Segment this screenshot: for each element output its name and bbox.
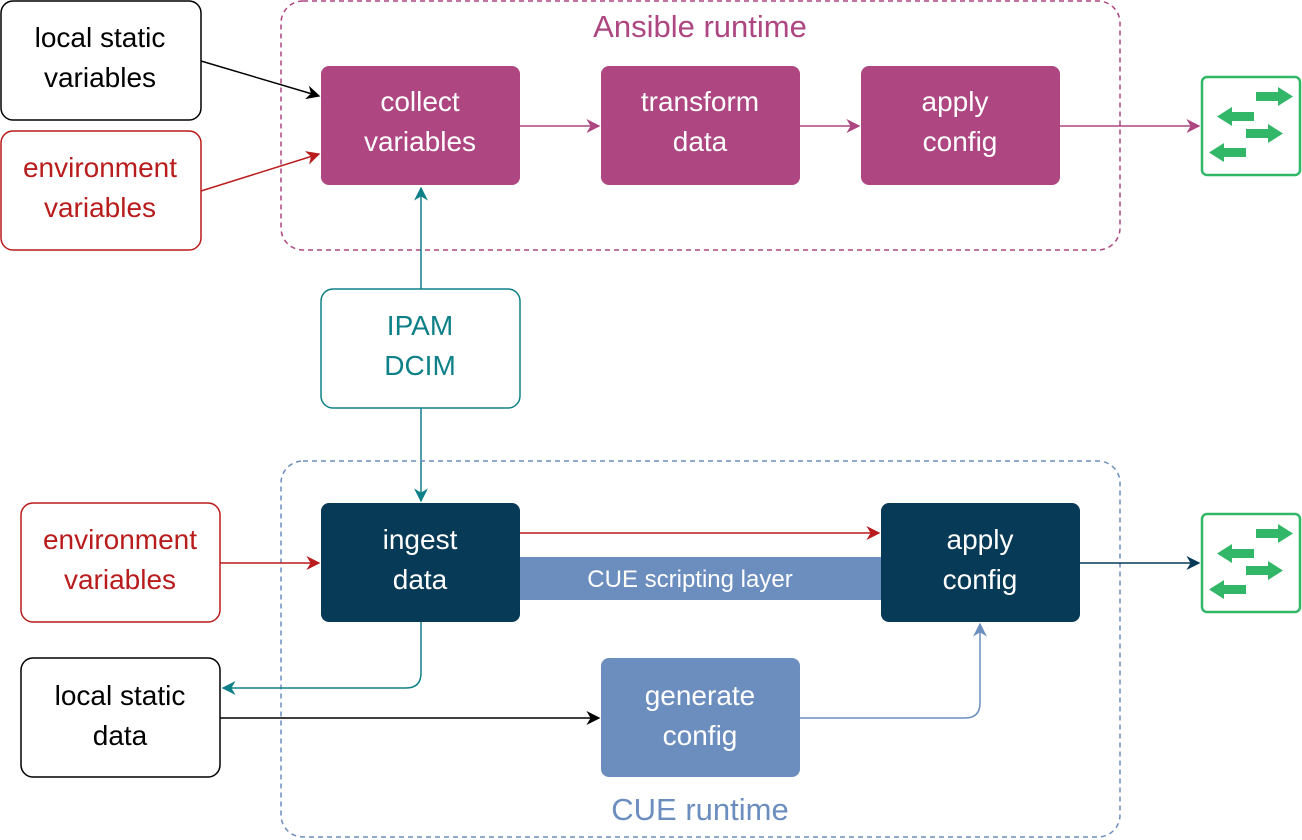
cue-apply-config-label: apply (947, 524, 1014, 555)
ipam-dcim-box (320, 288, 521, 409)
ansible-apply-config-label-line2: config (923, 126, 998, 157)
bottom-environment-variables-label: environment (43, 524, 197, 555)
generate-config-label-line2: config (663, 720, 738, 751)
top-local-static-variables-label-line2: variables (44, 62, 156, 93)
bottom-local-static-data-label: local static (55, 680, 186, 711)
ansible-apply-config-box (861, 66, 1060, 185)
top-environment-variables-label: environment (23, 152, 177, 183)
ipam-dcim-group: IPAM DCIM (320, 186, 521, 503)
cue-scripting-layer-bar (520, 557, 882, 600)
ipam-label: IPAM (387, 310, 453, 341)
top-environment-variables-label-line2: variables (44, 192, 156, 223)
cue-scripting-layer-label: CUE scripting layer (587, 566, 792, 593)
cue-runtime-group: CUE runtime CUE scripting layer ingest d… (221, 460, 1201, 838)
network-switch-icon (1200, 75, 1302, 177)
transform-data-label: transform (641, 86, 759, 117)
bottom-local-static-data-box (20, 657, 221, 778)
top-local-static-variables-box (0, 0, 202, 121)
ingest-data-label-line2: data (393, 564, 448, 595)
bottom-local-static-data-label-line2: data (93, 720, 148, 751)
network-switch-icon (1200, 512, 1302, 614)
generate-config-box (601, 658, 800, 777)
transform-data-label-line2: data (673, 126, 728, 157)
top-environment-variables-box (0, 130, 202, 251)
cue-apply-config-box (881, 503, 1080, 622)
arrow-ingest-to-local-data (221, 622, 422, 695)
ansible-runtime-group: Ansible runtime collect variables transf… (280, 0, 1201, 251)
ansible-apply-config-label: apply (922, 86, 989, 117)
arrow-env-vars-to-collect (200, 151, 321, 192)
transform-data-box (601, 66, 800, 185)
generate-config-label: generate (645, 680, 756, 711)
arrow-generate-to-apply (800, 622, 987, 719)
ansible-runtime-title: Ansible runtime (593, 9, 807, 44)
cue-runtime-container (280, 460, 1121, 838)
cue-apply-config-label-line2: config (943, 564, 1018, 595)
bottom-environment-variables-label-line2: variables (64, 564, 176, 595)
top-inputs: local static variables environment varia… (0, 0, 321, 251)
ingest-data-box (321, 503, 520, 622)
ingest-data-label: ingest (383, 524, 458, 555)
cue-runtime-title: CUE runtime (611, 792, 788, 827)
collect-variables-box (321, 66, 520, 185)
collect-variables-label: collect (380, 86, 460, 117)
top-local-static-variables-label: local static (35, 22, 166, 53)
bottom-inputs: environment variables local static data (20, 502, 601, 778)
collect-variables-label-line2: variables (364, 126, 476, 157)
bottom-environment-variables-box (20, 502, 221, 623)
arrow-static-vars-to-collect (200, 60, 321, 100)
dcim-label: DCIM (384, 350, 456, 381)
